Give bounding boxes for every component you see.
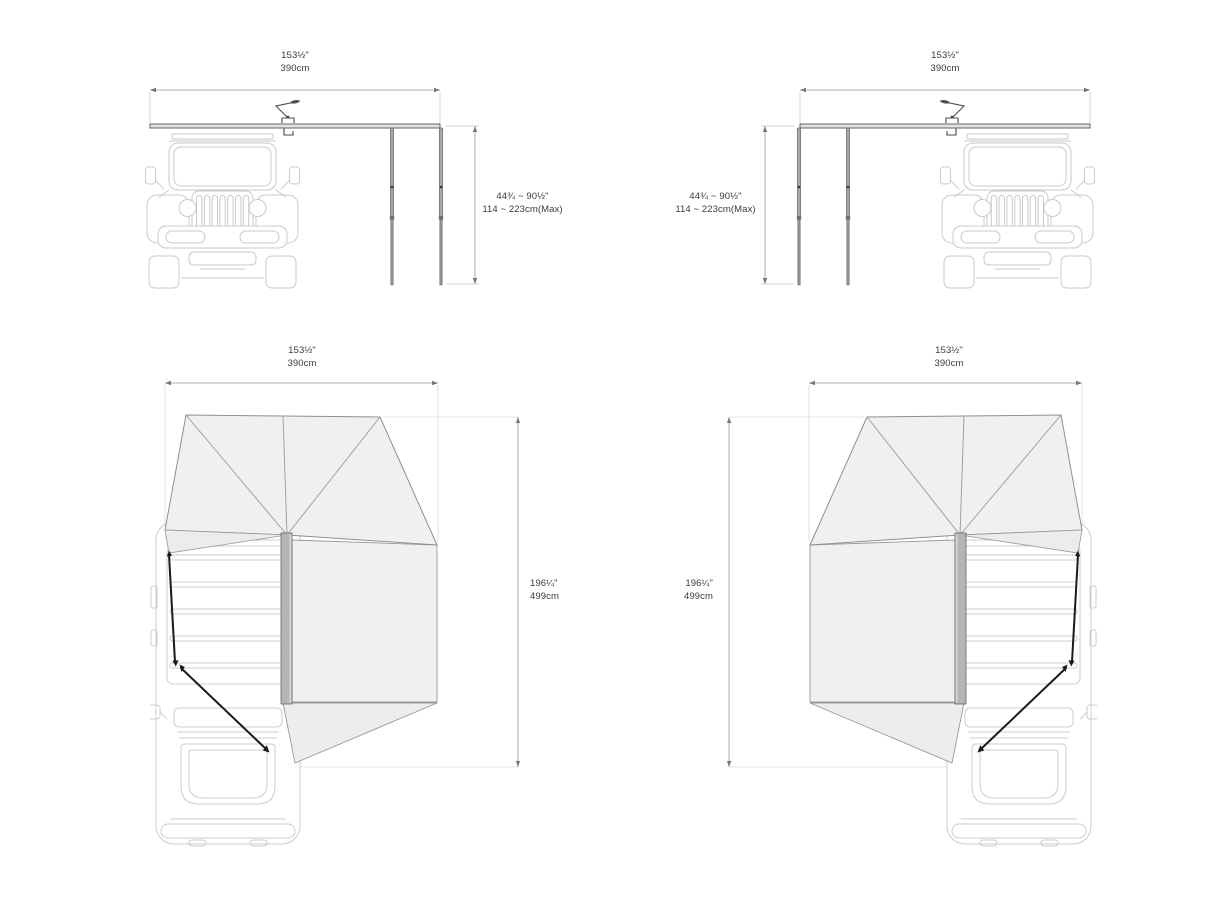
width-cm: 390cm — [930, 63, 960, 74]
width-cm: 390cm — [287, 358, 317, 369]
height-dimension-line — [446, 125, 479, 285]
length-inches: 196¼" — [685, 578, 713, 589]
width-inches: 153½" — [935, 345, 963, 356]
telescopic-leg — [389, 127, 395, 286]
length-cm: 499cm — [530, 591, 560, 602]
awning-fabric-plan — [809, 414, 1083, 764]
length-inches: 196¼" — [530, 578, 558, 589]
mounting-bracket — [274, 100, 301, 136]
length-cm: 499cm — [683, 591, 713, 602]
height-inches: 44¾ ~ 90½" — [689, 191, 742, 202]
front-right-height-label: 44¾ ~ 90½" 114 ~ 223cm(Max) — [648, 190, 783, 216]
width-dimension-line — [164, 380, 439, 542]
telescopic-leg — [796, 127, 802, 286]
front-left-height-label: 44¾ ~ 90½" 114 ~ 223cm(Max) — [455, 190, 590, 216]
plan-left-length-label: 196¼" 499cm — [530, 577, 610, 603]
mounting-bracket — [939, 100, 966, 136]
front-left-width-label: 153½" 390cm — [215, 49, 375, 75]
front-view-right — [755, 40, 1095, 290]
plan-view-right — [727, 372, 1097, 852]
length-dimension-line — [300, 416, 520, 768]
width-inches: 153½" — [931, 50, 959, 61]
width-dimension-line — [808, 380, 1083, 542]
telescopic-leg — [845, 127, 851, 286]
width-inches: 153½" — [281, 50, 309, 61]
awning-frame — [149, 100, 444, 286]
height-cm: 114 ~ 223cm(Max) — [675, 204, 756, 215]
awning-housing-bar — [280, 532, 293, 705]
awning-fabric-plan — [164, 414, 438, 764]
awning-frame — [796, 100, 1091, 286]
awning-housing-bar — [954, 532, 967, 705]
width-cm: 390cm — [934, 358, 964, 369]
front-right-width-label: 153½" 390cm — [865, 49, 1025, 75]
vehicle-front-outline — [145, 133, 300, 289]
plan-right-length-label: 196¼" 499cm — [635, 577, 713, 603]
plan-view-left — [150, 372, 520, 852]
height-inches: 44¾ ~ 90½" — [496, 191, 549, 202]
plan-right-width-label: 153½" 390cm — [869, 344, 1029, 370]
telescopic-leg — [438, 127, 444, 286]
tension-straps — [977, 550, 1081, 753]
width-dimension-line — [149, 87, 441, 123]
front-view-left — [145, 40, 485, 290]
plan-left-width-label: 153½" 390cm — [222, 344, 382, 370]
tension-straps — [166, 550, 270, 753]
width-cm: 390cm — [280, 63, 310, 74]
height-cm: 114 ~ 223cm(Max) — [482, 204, 563, 215]
width-dimension-line — [799, 87, 1091, 123]
width-inches: 153½" — [288, 345, 316, 356]
height-dimension-line — [761, 125, 794, 285]
length-dimension-line — [727, 416, 947, 768]
vehicle-front-outline — [940, 133, 1095, 289]
